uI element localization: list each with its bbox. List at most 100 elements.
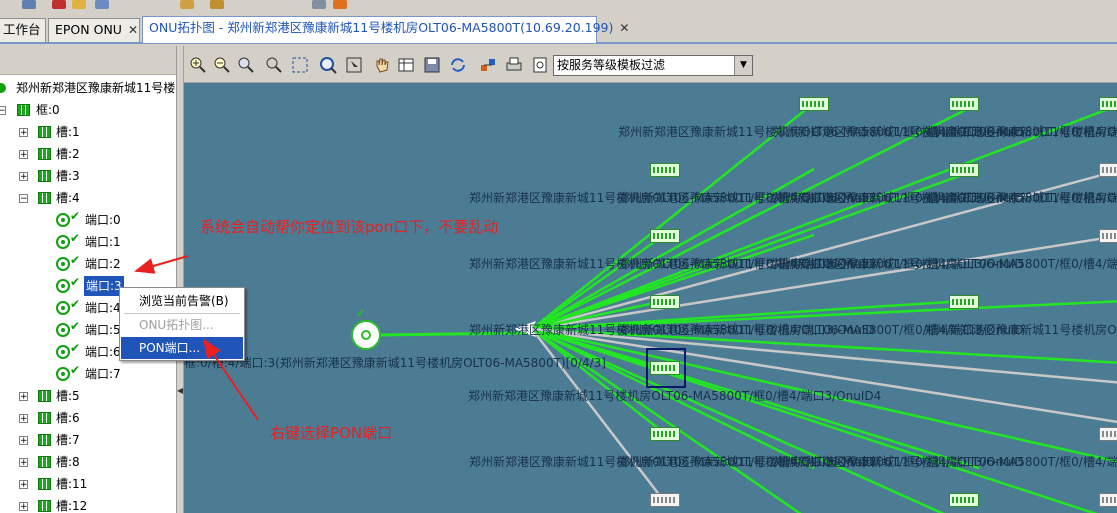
slot-icon	[38, 500, 51, 512]
expand-icon[interactable]: +	[19, 502, 28, 512]
onu-device-icon[interactable]	[650, 295, 680, 309]
collapse-icon[interactable]: −	[19, 194, 28, 204]
onu-device-icon[interactable]	[1099, 427, 1117, 441]
zoom-in-icon[interactable]	[188, 55, 208, 75]
layout-icon[interactable]	[478, 55, 498, 75]
tree-port-7[interactable]: ✔ 端口:7	[0, 363, 176, 384]
tree-root-label: 郑州新郑港区豫康新城11号楼	[16, 81, 176, 95]
onu-link	[531, 300, 1117, 331]
tab-onu-topology[interactable]: ONU拓扑图 - 郑州新郑港区豫康新城11号楼机房OLT06-MA5800T(1…	[142, 16, 629, 43]
tree-port-label: 端口:5	[85, 323, 121, 337]
fit-icon[interactable]	[290, 55, 310, 75]
tree-header	[0, 46, 176, 75]
onu-device-icon[interactable]	[1099, 493, 1117, 507]
tree-port-2[interactable]: ✔ 端口:2	[0, 253, 176, 274]
tree-slot-label: 槽:1	[56, 125, 80, 139]
onu-link	[531, 327, 1098, 513]
magnify-icon[interactable]	[318, 55, 338, 75]
collapse-icon[interactable]: −	[0, 106, 6, 116]
zoom-reset-icon[interactable]	[264, 55, 284, 75]
onu-device-icon[interactable]	[650, 163, 680, 177]
tree-port-4[interactable]: ✔ 端口:4	[0, 297, 176, 318]
menu-item-browse-alarms[interactable]: 浏览当前告警(B)	[121, 290, 243, 312]
pon-port-icon	[56, 235, 70, 249]
menu-item-pon-port[interactable]: PON端口...	[121, 337, 243, 359]
tab-epon-onu[interactable]: EPON ONU ✕	[48, 18, 140, 42]
onu-device-icon[interactable]	[949, 493, 979, 507]
save-icon[interactable]	[422, 55, 442, 75]
collapse-arrow-icon[interactable]: ◀	[177, 386, 184, 395]
online-check-icon: ✔	[70, 209, 81, 223]
tree-slot-label: 槽:11	[56, 477, 88, 491]
tree-port-3[interactable]: ✔ 端口:3	[0, 275, 176, 296]
port-context-menu: 浏览当前告警(B) ONU拓扑图... PON端口...	[119, 287, 245, 361]
onu-link	[531, 327, 815, 470]
onu-link	[531, 299, 965, 331]
expand-icon[interactable]: +	[19, 150, 28, 160]
onu-selection-box[interactable]	[646, 348, 686, 388]
tab-label: EPON ONU	[55, 22, 122, 37]
device-tree[interactable]: 郑州新郑港区豫康新城11号楼 − 框:0 + 槽:1 + 槽:2 + 槽:3 −…	[0, 46, 177, 513]
tools-icon[interactable]	[312, 0, 326, 9]
tree-port-label: 端口:2	[85, 257, 121, 271]
zoom-out-icon[interactable]	[212, 55, 232, 75]
onu-link	[531, 169, 1117, 331]
pon-port-node[interactable]	[351, 320, 381, 350]
onu-device-icon[interactable]	[1099, 163, 1117, 177]
onu-link	[531, 328, 665, 434]
onu-device-icon[interactable]	[799, 97, 829, 111]
pon-port-icon	[56, 323, 70, 337]
refresh-icon[interactable]	[448, 55, 468, 75]
close-icon[interactable]: ✕	[127, 23, 138, 37]
expand-icon[interactable]: +	[19, 414, 28, 424]
tree-port-label: 端口:4	[85, 301, 121, 315]
onu-link	[531, 234, 1117, 331]
pan-hand-icon[interactable]	[372, 55, 392, 75]
tree-frame-label: 框:0	[36, 103, 60, 117]
report-icon[interactable]	[180, 0, 194, 9]
annotation-text-2: 右键选择PON端口	[270, 424, 393, 442]
chevron-down-icon[interactable]: ▼	[734, 56, 752, 75]
select-icon[interactable]	[344, 55, 364, 75]
onu-device-icon[interactable]	[650, 361, 680, 375]
expand-icon[interactable]: +	[19, 436, 28, 446]
window-icon[interactable]	[95, 0, 109, 9]
close-icon[interactable]: ✕	[619, 21, 630, 35]
onu-device-icon[interactable]	[1099, 229, 1117, 243]
pon-port-icon	[56, 213, 70, 227]
tree-port-1[interactable]: ✔ 端口:1	[0, 231, 176, 252]
onu-device-icon[interactable]	[949, 163, 979, 177]
zoom-select-icon[interactable]	[236, 55, 256, 75]
alarm-icon[interactable]	[210, 0, 224, 9]
menu-item-label: ONU拓扑图...	[139, 318, 214, 332]
tree-port-6[interactable]: ✔ 端口:6	[0, 341, 176, 362]
grid-view-icon[interactable]	[396, 55, 416, 75]
tab-workbench[interactable]: 工作台	[0, 18, 46, 42]
main-toolbar-strip	[0, 0, 1117, 14]
back-icon[interactable]	[22, 0, 36, 9]
tree-port-5[interactable]: ✔ 端口:5	[0, 319, 176, 340]
expand-icon[interactable]: +	[19, 480, 28, 490]
topology-canvas[interactable]: ✔ 框:0/槽:4/端口:3(郑州新郑港区豫康新城11号楼机房OLT06-MA5…	[184, 83, 1117, 513]
print-icon[interactable]	[504, 55, 524, 75]
find-icon[interactable]	[530, 55, 550, 75]
service-level-filter-select[interactable]: 按服务等级模板过滤 ▼	[553, 55, 753, 76]
expand-icon[interactable]: +	[19, 392, 28, 402]
expand-icon[interactable]: +	[19, 128, 28, 138]
folder-icon[interactable]	[72, 0, 86, 9]
onu-device-icon[interactable]	[650, 427, 680, 441]
onu-device-icon[interactable]	[650, 493, 680, 507]
onu-device-icon[interactable]	[949, 295, 979, 309]
expand-icon[interactable]: +	[19, 458, 28, 468]
onu-link	[531, 104, 1117, 331]
onu-device-icon[interactable]	[1099, 97, 1117, 111]
panel-splitter[interactable]: ◀	[177, 46, 184, 513]
online-check-icon: ✔	[70, 363, 81, 377]
slot-icon	[38, 434, 51, 446]
onu-device-icon[interactable]	[650, 229, 680, 243]
warning-icon[interactable]	[333, 0, 347, 9]
delete-icon[interactable]	[52, 0, 66, 9]
tree-port-0[interactable]: ✔ 端口:0	[0, 209, 176, 230]
onu-device-icon[interactable]	[949, 97, 979, 111]
expand-icon[interactable]: +	[19, 172, 28, 182]
